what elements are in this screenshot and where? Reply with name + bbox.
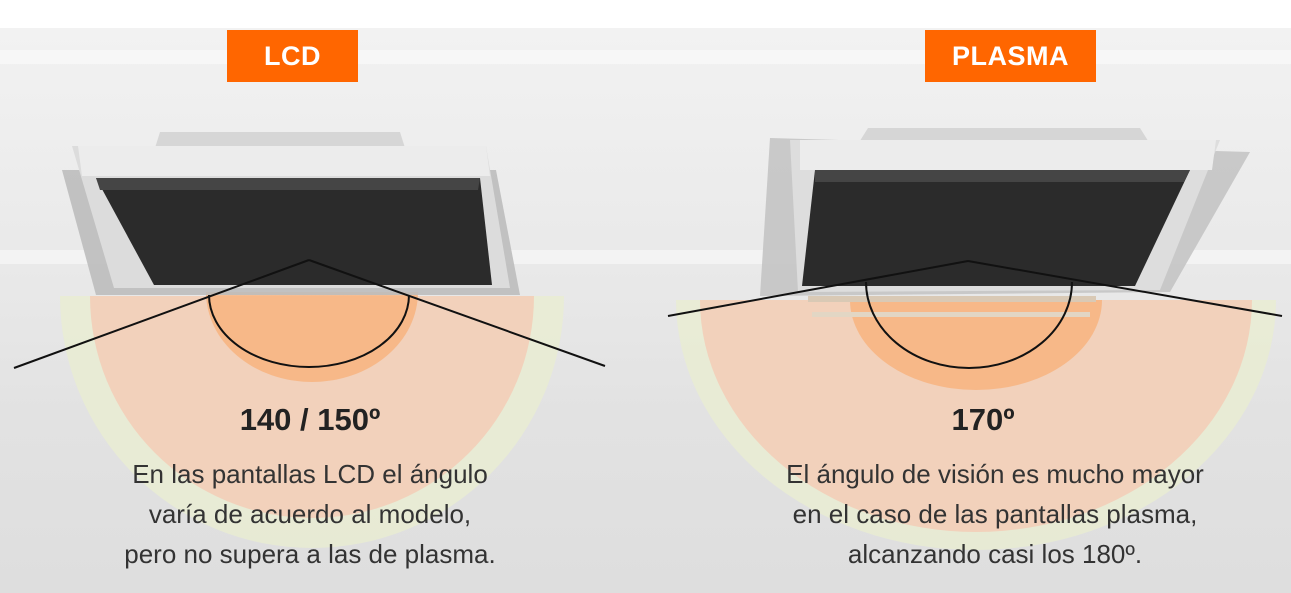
lcd-tv bbox=[62, 132, 520, 295]
lcd-angle-line-left bbox=[13, 259, 310, 369]
lcd-angle-line-right bbox=[308, 259, 606, 367]
plasma-tv bbox=[760, 128, 1250, 317]
lcd-screen bbox=[96, 178, 492, 285]
lcd-description-line: En las pantallas LCD el ángulo bbox=[132, 459, 488, 489]
plasma-description-line: alcanzando casi los 180º. bbox=[847, 539, 1143, 569]
lcd-description: En las pantallas LCD el ángulo varía de … bbox=[50, 454, 570, 574]
plasma-label-badge: PLASMA bbox=[925, 30, 1096, 82]
plasma-angle-arc bbox=[865, 281, 1073, 369]
lcd-angle-lines bbox=[13, 259, 606, 369]
plasma-description: El ángulo de visión es mucho mayor en el… bbox=[710, 454, 1280, 574]
plasma-description-line: El ángulo de visión es mucho mayor bbox=[786, 459, 1204, 489]
lcd-description-line: varía de acuerdo al modelo, bbox=[148, 499, 472, 529]
top-strip bbox=[0, 0, 1291, 28]
plasma-fan-outer bbox=[700, 300, 1252, 532]
plasma-fan-inner bbox=[850, 300, 1102, 390]
plasma-angle-value: 170º bbox=[951, 402, 1015, 437]
plasma-viewing-fan bbox=[676, 300, 1276, 550]
plasma-angle-line-left bbox=[667, 260, 969, 317]
lcd-angle-value: 140 / 150º bbox=[239, 402, 381, 437]
lcd-description-line: pero no supera a las de plasma. bbox=[124, 539, 496, 569]
plasma-angle-line-right bbox=[967, 260, 1283, 317]
lcd-label-badge: LCD bbox=[227, 30, 358, 82]
plasma-screen bbox=[802, 170, 1190, 286]
lcd-fan-outer bbox=[90, 296, 534, 518]
lcd-viewing-fan bbox=[60, 292, 564, 548]
lcd-fan-inner bbox=[206, 292, 418, 382]
plasma-description-line: en el caso de las pantallas plasma, bbox=[792, 499, 1198, 529]
plasma-angle-lines bbox=[667, 260, 1283, 369]
lcd-angle-arc bbox=[208, 294, 410, 368]
